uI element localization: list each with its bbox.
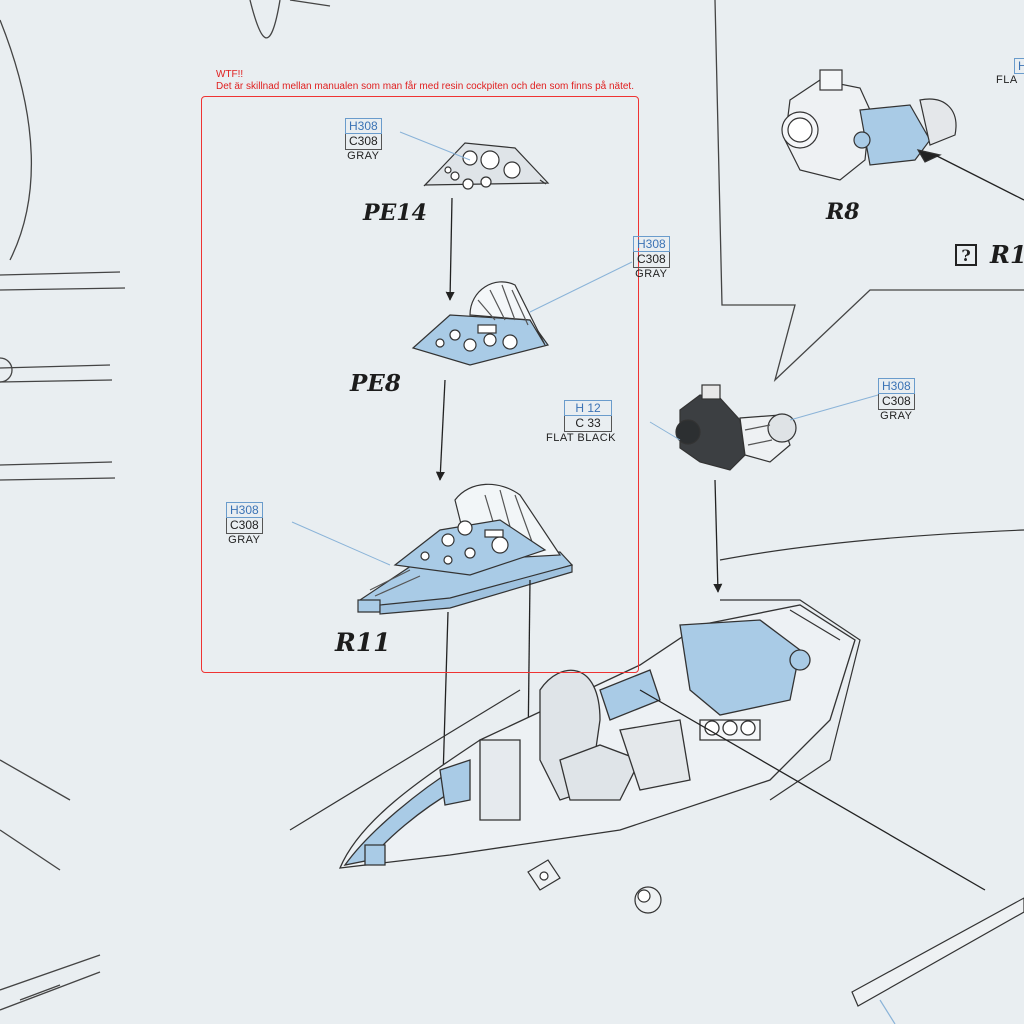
paint-code-c: C308: [878, 394, 915, 410]
paint-code-pe14: H308 C308 GRAY: [345, 118, 382, 163]
paint-code-h: H: [1014, 58, 1024, 74]
paint-name: GRAY: [635, 268, 668, 280]
r11-panel: [357, 483, 574, 615]
part-label-r8: R8: [826, 199, 860, 225]
paint-code-top-right: H FLA: [996, 58, 1024, 87]
paint-code-h: H308: [633, 236, 670, 252]
paint-code-pe8: H308 C308 GRAY: [633, 236, 670, 281]
annotation-note: WTF!! Det är skillnad mellan manualen so…: [216, 69, 634, 93]
paint-code-h: H308: [345, 118, 382, 134]
rod-part: [851, 897, 1024, 1024]
paint-code-seat-black: H 12 C 33 FLAT BLACK: [546, 400, 646, 445]
paint-name: GRAY: [347, 150, 380, 162]
part-label-pe14: PE14: [363, 200, 427, 226]
part-label-r11: R11: [335, 628, 391, 657]
paint-code-seat-gray: H308 C308 GRAY: [878, 378, 915, 423]
paint-code-h: H 12: [564, 400, 612, 416]
annotation-title: WTF!!: [216, 69, 244, 80]
cockpit-tub: [338, 604, 856, 869]
part-label-pe8: PE8: [350, 370, 401, 397]
callout-bubble: [714, 0, 1024, 383]
paint-name: FLAT BLACK: [546, 432, 617, 444]
paint-code-h: H308: [226, 502, 263, 518]
paint-code-c: C308: [226, 518, 263, 534]
paint-code-h: H308: [878, 378, 915, 394]
question-mark-box: ?: [955, 244, 977, 266]
small-parts: [527, 859, 662, 914]
paint-name: GRAY: [228, 534, 261, 546]
paint-code-r11: H308 C308 GRAY: [226, 502, 263, 547]
highlight-box: [201, 96, 639, 673]
seat-assembly: [675, 384, 797, 471]
pe8-panel: [411, 281, 550, 366]
left-fuselage-sketch: [0, 0, 331, 1011]
paint-name: GRAY: [880, 410, 913, 422]
paint-code-c: C 33: [564, 416, 612, 432]
pe14-plate: [423, 142, 550, 190]
annotation-text: Det är skillnad mellan manualen som man …: [216, 81, 634, 92]
paint-name: FLA: [996, 74, 1018, 86]
paint-code-c: C308: [633, 252, 670, 268]
part-label-r1: R1: [990, 240, 1024, 269]
r8-part: [781, 69, 957, 181]
paint-code-c: C308: [345, 134, 382, 150]
